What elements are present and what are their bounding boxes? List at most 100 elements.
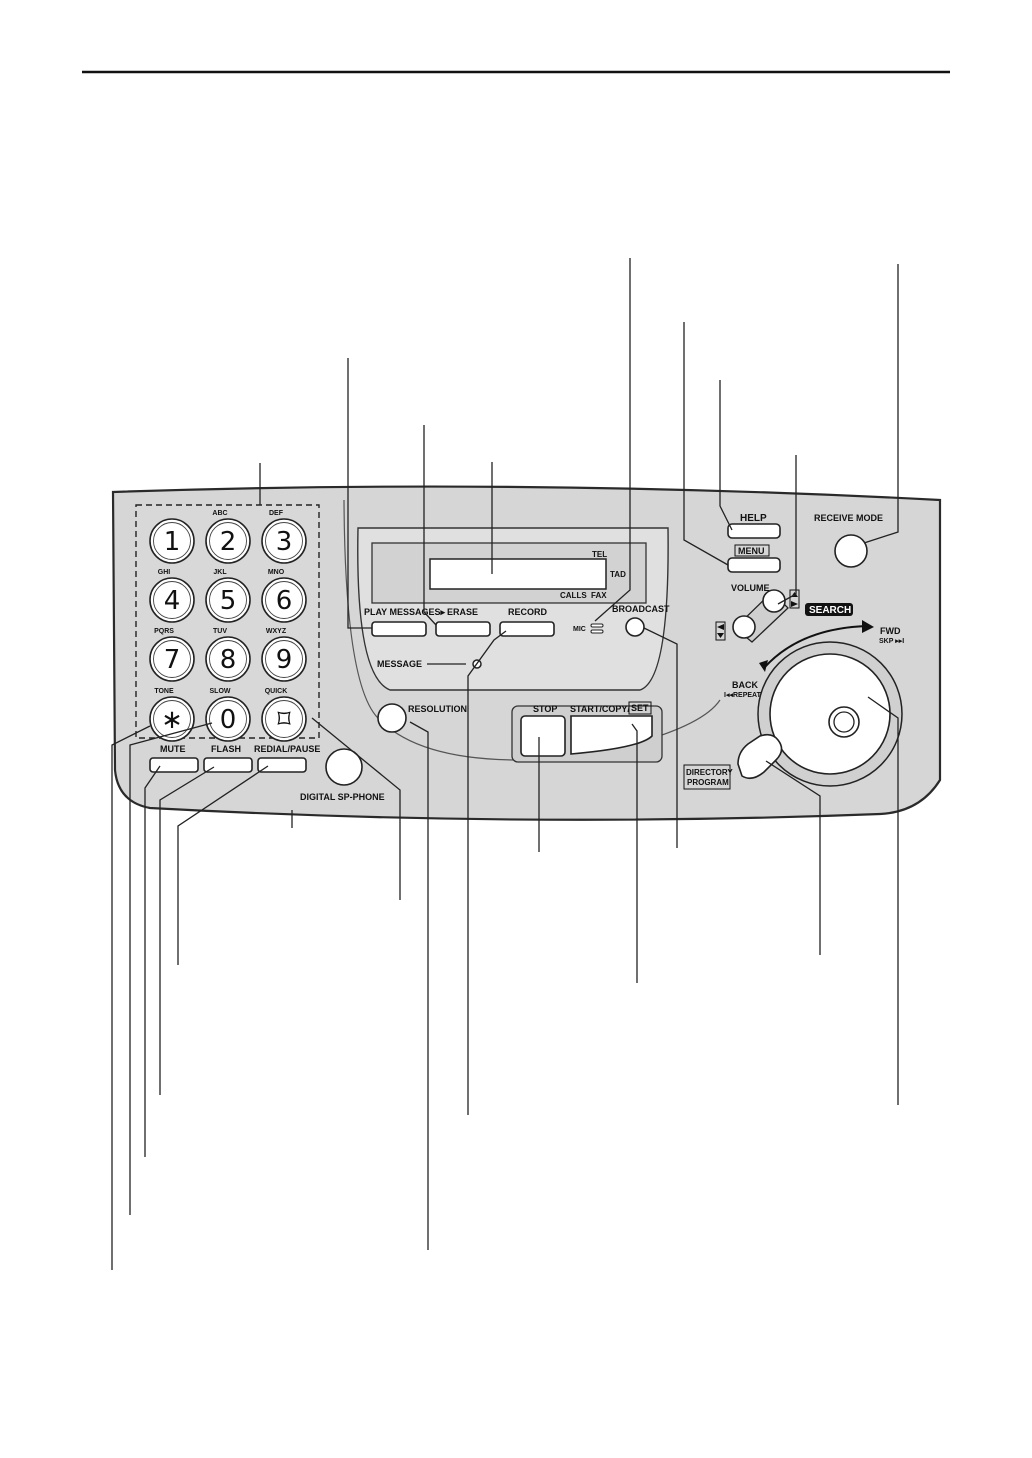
key-7-button[interactable] xyxy=(149,636,195,682)
start-copy-set-button[interactable] xyxy=(570,715,653,755)
key-10-button[interactable] xyxy=(149,696,195,742)
directory-label: DIRECTORY xyxy=(686,768,733,777)
key-6-button[interactable] xyxy=(261,577,307,623)
key-12-letters: QUICK xyxy=(265,688,288,695)
key-2-rim xyxy=(209,522,247,560)
stop-button[interactable] xyxy=(520,715,566,757)
key-8-button[interactable] xyxy=(205,636,251,682)
key-4-digit: 4 xyxy=(164,586,181,616)
key-9-letters: WXYZ xyxy=(266,628,287,635)
leader-lines xyxy=(111,258,899,1270)
key-12-digit: ⌑ xyxy=(277,705,291,735)
redial-pause-button[interactable] xyxy=(257,757,307,773)
set-label-box xyxy=(628,701,652,715)
key-3-button[interactable] xyxy=(261,518,307,564)
search-arc xyxy=(763,625,869,669)
broadcast-button[interactable] xyxy=(625,617,645,637)
set-label: SET xyxy=(631,703,649,713)
search-label-bg xyxy=(805,603,853,616)
key-12-rim xyxy=(265,700,303,738)
key-5-button[interactable] xyxy=(205,577,251,623)
broadcast-label: BROADCAST xyxy=(612,604,670,614)
record-label: RECORD xyxy=(508,607,548,617)
search-label: SEARCH xyxy=(809,605,851,616)
mute-label: MUTE xyxy=(160,744,186,754)
record-button[interactable] xyxy=(499,621,555,637)
key-7-digit: 7 xyxy=(164,645,181,675)
search-dial xyxy=(757,620,903,787)
key-6-letters: MNO xyxy=(268,569,285,576)
stop-label: STOP xyxy=(533,704,557,714)
key-1-rim xyxy=(153,522,191,560)
receive-mode-label: RECEIVE MODE xyxy=(814,513,883,523)
tad-indicator-label: TAD xyxy=(610,570,626,579)
key-2-letters: ABC xyxy=(212,510,227,517)
key-6-digit: 6 xyxy=(276,586,293,616)
fax-indicator-label: FAX xyxy=(591,591,607,600)
flash-button[interactable] xyxy=(203,757,253,773)
key-7-letters: PQRS xyxy=(154,628,174,635)
flash-label: FLASH xyxy=(211,744,241,754)
volume-down-button[interactable] xyxy=(732,615,756,639)
mic-label: MIC xyxy=(573,626,586,633)
key-12-button[interactable] xyxy=(261,696,307,742)
directory-program-button[interactable] xyxy=(737,733,783,780)
resolution-button[interactable] xyxy=(377,703,407,733)
key-10-letters: TONE xyxy=(154,688,174,695)
key-8-rim xyxy=(209,640,247,678)
start-copy-label: START/COPY/ xyxy=(570,704,630,714)
key-8-digit: 8 xyxy=(220,645,237,675)
mute-button[interactable] xyxy=(149,757,199,773)
key-4-button[interactable] xyxy=(149,577,195,623)
key-10-rim xyxy=(153,700,191,738)
key-2-button[interactable] xyxy=(205,518,251,564)
receive-mode-button[interactable] xyxy=(834,534,868,568)
display-tray xyxy=(343,499,721,761)
key-3-digit: 3 xyxy=(276,527,293,557)
resolution-label: RESOLUTION xyxy=(408,704,467,714)
key-7-rim xyxy=(153,640,191,678)
key-9-digit: 9 xyxy=(276,645,293,675)
help-button[interactable] xyxy=(727,523,781,539)
volume-label: VOLUME xyxy=(731,583,770,593)
menu-label-box xyxy=(734,544,770,557)
tel-indicator-label: TEL xyxy=(592,550,607,559)
digital-sp-phone-button[interactable] xyxy=(325,748,363,786)
key-2-digit: 2 xyxy=(220,527,237,557)
menu-label: MENU xyxy=(738,546,765,556)
program-label: PROGRAM xyxy=(687,778,729,787)
mic-grille xyxy=(590,623,604,628)
message-label: MESSAGE xyxy=(377,659,422,669)
key-11-button[interactable] xyxy=(205,696,251,742)
key-9-button[interactable] xyxy=(261,636,307,682)
jog-dial[interactable] xyxy=(769,653,891,775)
menu-button[interactable] xyxy=(727,557,781,573)
help-label: HELP xyxy=(740,513,767,524)
erase-button[interactable] xyxy=(435,621,491,637)
key-11-digit: 0 xyxy=(220,705,237,735)
key-1-button[interactable] xyxy=(149,518,195,564)
redial-pause-label: REDIAL/PAUSE xyxy=(254,744,320,754)
key-9-rim xyxy=(265,640,303,678)
play-messages-button[interactable] xyxy=(371,621,427,637)
volume-up-button[interactable] xyxy=(762,589,786,613)
calls-indicator-label: CALLS xyxy=(560,591,587,600)
back-repeat-label: I◂◂REPEAT xyxy=(724,692,762,699)
key-3-letters: DEF xyxy=(269,510,284,517)
mic-grille-2 xyxy=(590,629,604,634)
volume-down-icon xyxy=(715,621,726,641)
directory-label-box xyxy=(683,764,731,790)
fwd-arrow-icon xyxy=(862,620,874,633)
play-messages-label: PLAY MESSAGES▸ xyxy=(364,607,446,617)
volume-rocker xyxy=(732,589,789,643)
key-4-letters: GHI xyxy=(158,569,171,576)
fwd-label: FWD xyxy=(880,626,901,636)
fwd-skip-label: SKP ▸▸I xyxy=(879,638,904,645)
back-arrow-icon xyxy=(759,660,768,672)
key-6-rim xyxy=(265,581,303,619)
key-10-digit: ∗ xyxy=(161,705,183,735)
key-1-digit: 1 xyxy=(164,527,181,557)
key-5-rim xyxy=(209,581,247,619)
